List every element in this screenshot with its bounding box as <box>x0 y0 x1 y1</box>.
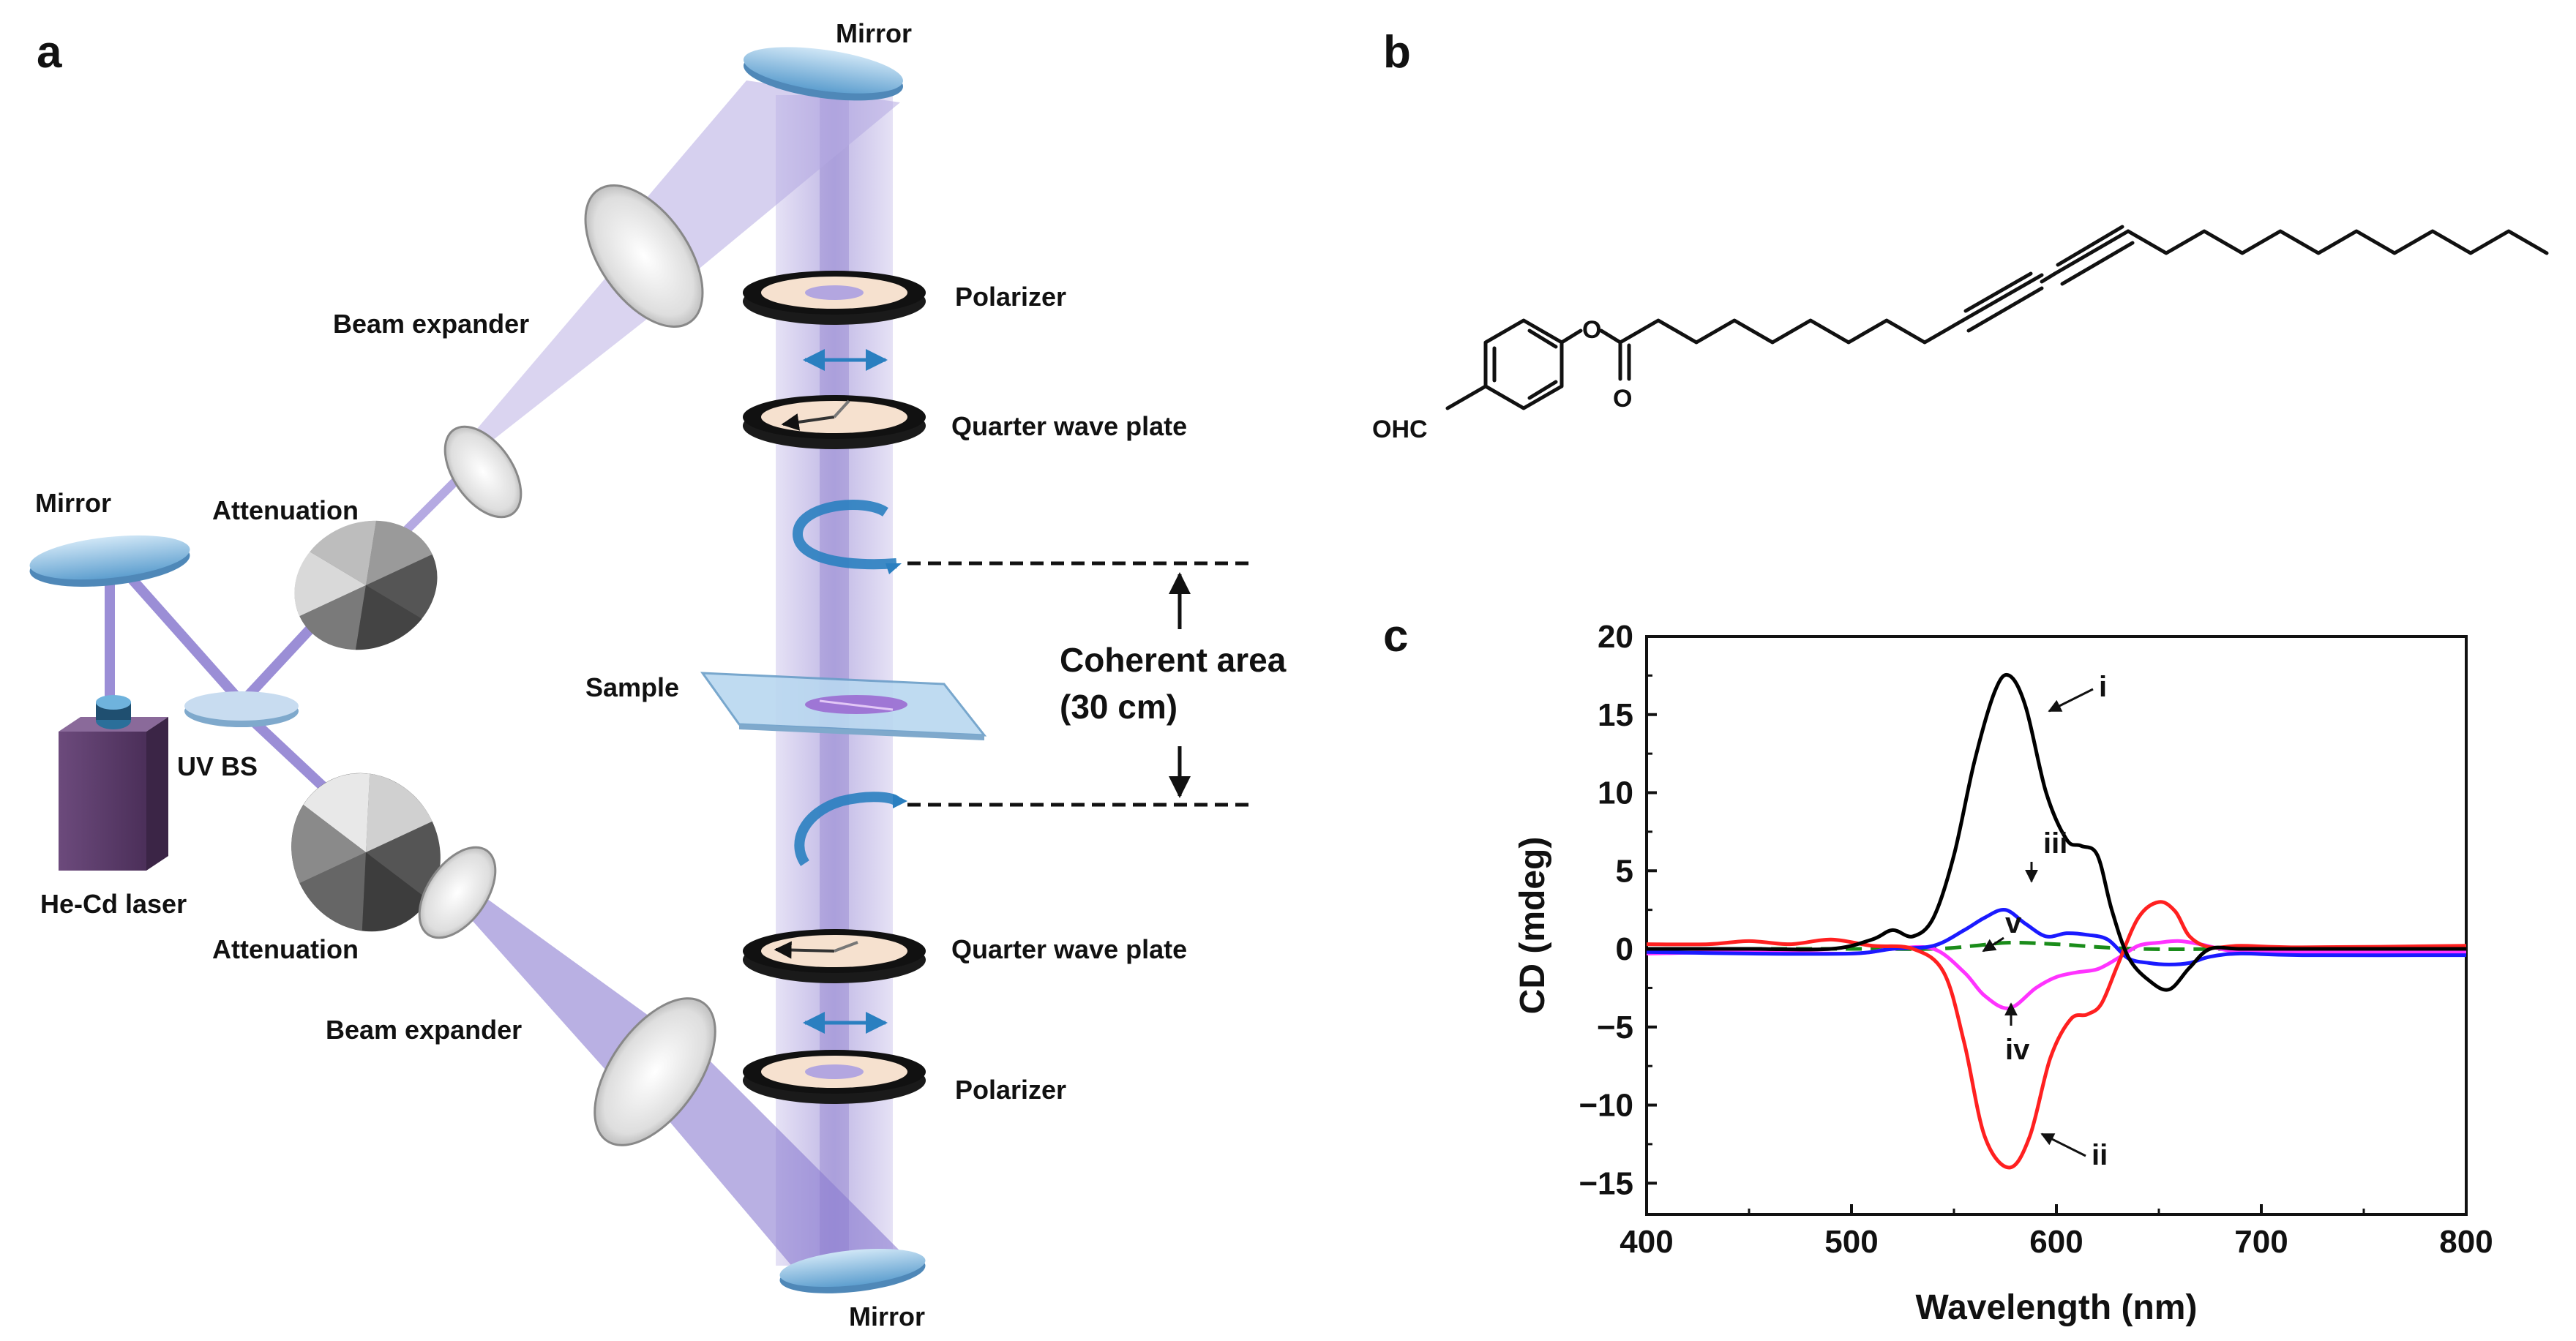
panel-b-letter: b <box>1383 27 1411 78</box>
molecule-skeleton <box>1445 225 2549 410</box>
beam-expander-bottom-large-lens <box>594 997 716 1146</box>
polarizer-bottom <box>743 1050 926 1104</box>
uv-beam-splitter <box>184 691 299 727</box>
y-tick-label: 15 <box>1598 697 1633 733</box>
ohc-label: OHC <box>1372 416 1428 443</box>
uv-bs-label: UV BS <box>177 751 258 781</box>
panel-a-optical-setup: a Mirror Mirror <box>29 18 1287 1331</box>
qwp-top-label: Quarter wave plate <box>951 411 1187 441</box>
mirror-bottom-label: Mirror <box>849 1301 925 1331</box>
mirror-top-label: Mirror <box>836 18 912 48</box>
qwp-bottom-label: Quarter wave plate <box>951 934 1187 964</box>
plot-frame <box>1645 635 2468 1216</box>
beam-expander-top-large-lens <box>584 184 704 328</box>
x-tick-label: 600 <box>2029 1224 2083 1260</box>
sample-slide <box>700 672 987 740</box>
beam-expander-bottom-small-lens <box>418 846 497 939</box>
panel-b-chemical-structure: b OHC O <box>1372 27 2549 443</box>
attenuation-bottom-label: Attenuation <box>212 934 359 964</box>
sample-label: Sample <box>585 672 679 702</box>
series-i-line <box>1647 672 2466 992</box>
chart-series <box>1646 672 2467 1170</box>
x-tick-label: 800 <box>2439 1224 2493 1260</box>
ester-oxygen-label: O <box>1582 316 1601 344</box>
panel-a-letter: a <box>37 27 62 78</box>
circular-polarization-arrow-top <box>792 500 902 574</box>
curve-label-i: i <box>2099 671 2107 703</box>
beam-mirror-to-bs <box>120 567 246 706</box>
x-tick-label: 400 <box>1620 1224 1673 1260</box>
curve-label-arrow <box>2040 1132 2086 1157</box>
series-iii-line <box>1646 908 2467 966</box>
mirror-top <box>743 47 904 101</box>
attenuator-top <box>294 520 438 650</box>
mirror-bottom <box>779 1248 926 1293</box>
series-ii-line <box>1646 900 2467 1170</box>
y-axis-title: CD (mdeg) <box>1513 837 1552 1015</box>
mirror-left <box>29 535 190 587</box>
x-axis-title: Wavelength (nm) <box>1916 1288 2198 1327</box>
x-tick-label: 500 <box>1824 1224 1878 1260</box>
mirror-left-label: Mirror <box>35 488 111 518</box>
upper-diagonal-beam <box>622 80 900 278</box>
y-tick-label: 10 <box>1598 775 1633 811</box>
attenuation-top-label: Attenuation <box>212 495 359 525</box>
polarizer-bottom-label: Polarizer <box>955 1075 1066 1105</box>
y-tick-label: −15 <box>1579 1165 1633 1201</box>
y-tick-label: 5 <box>1616 853 1633 889</box>
he-cd-laser <box>59 695 168 871</box>
quarter-wave-plate-bottom <box>743 929 926 983</box>
beam-expander-top-small-lens <box>443 425 523 519</box>
lower-diagonal-beam <box>637 1039 907 1273</box>
coherent-area-label: Coherent area <box>1060 641 1287 679</box>
x-tick-label: 700 <box>2234 1224 2288 1260</box>
chart-ticks: 400 500 600 700 800 20 15 10 5 0 −5 −10 −15 <box>1579 619 2493 1260</box>
curve-label-v: v <box>2005 907 2022 939</box>
polarizer-top-label: Polarizer <box>955 282 1066 312</box>
attenuator-bottom <box>291 773 441 932</box>
series-v-line <box>1647 940 2466 951</box>
y-tick-label: 20 <box>1598 619 1633 655</box>
curve-label-iv: iv <box>2005 1034 2030 1066</box>
polarizer-top <box>743 271 926 325</box>
panel-c-letter: c <box>1383 611 1408 661</box>
y-tick-label: 0 <box>1616 931 1633 967</box>
curve-label-iii: iii <box>2043 827 2067 860</box>
circular-polarization-arrow-bottom <box>794 792 907 866</box>
quarter-wave-plate-top <box>743 395 926 449</box>
laser-label: He-Cd laser <box>40 889 187 919</box>
curve-label-ii: ii <box>2092 1139 2108 1171</box>
beam-expander-top-label: Beam expander <box>333 309 529 339</box>
beam-expander-bottom-label: Beam expander <box>326 1015 522 1045</box>
curve-label-arrow <box>1982 936 2004 953</box>
carbonyl-oxygen-label: O <box>1613 385 1632 413</box>
coherent-area-sublabel: (30 cm) <box>1060 688 1177 726</box>
curve-label-arrow <box>2048 688 2094 713</box>
y-tick-label: −10 <box>1579 1088 1633 1124</box>
y-tick-label: −5 <box>1597 1010 1633 1045</box>
series-iv-line <box>1646 939 2466 1010</box>
